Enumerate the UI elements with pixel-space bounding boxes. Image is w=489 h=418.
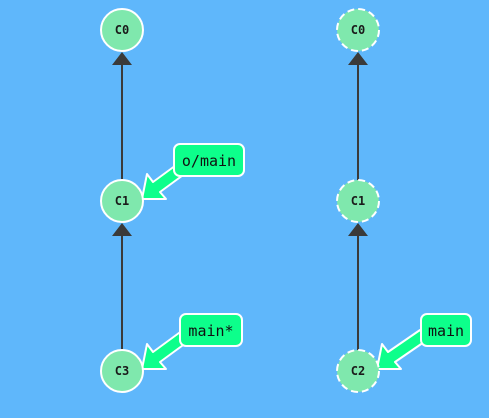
commit-node (100, 8, 144, 52)
branch-label: o/main (182, 152, 236, 170)
commit-label: C3 (115, 364, 129, 378)
edge-c2-c1-arrowhead (348, 223, 368, 236)
branch-label-box (179, 313, 243, 347)
branch-label: main (428, 322, 464, 340)
branch-label-box (173, 143, 245, 177)
commit-c1[interactable]: C1 (100, 179, 144, 223)
remote-commit-c0[interactable]: C0 (336, 8, 380, 52)
edge-c1-c0-arrowhead (348, 52, 368, 65)
commit-node (100, 179, 144, 223)
remote-commit-c2[interactable]: C2 (336, 349, 380, 393)
commit-label: C2 (351, 364, 365, 378)
remote-commit-c1[interactable]: C1 (336, 179, 380, 223)
commit-label: C0 (351, 23, 365, 37)
local-branch-o-main[interactable]: o/main (141, 143, 245, 200)
remote-edges (348, 52, 368, 350)
local-edges (112, 52, 132, 350)
commit-node (336, 179, 380, 223)
commit-label: C1 (115, 194, 129, 208)
local-branch-main[interactable]: main* (141, 313, 243, 370)
edge-c1-c0-arrowhead (112, 52, 132, 65)
branch-label-box (420, 313, 472, 347)
commit-c0[interactable]: C0 (100, 8, 144, 52)
commit-node (336, 349, 380, 393)
edge-c3-c1-arrowhead (112, 223, 132, 236)
remote-branch-main[interactable]: main (376, 313, 472, 370)
commit-node (100, 349, 144, 393)
local-repository: o/main main* C0 C1 C3 (100, 8, 245, 393)
commit-label: C1 (351, 194, 365, 208)
commit-node (336, 8, 380, 52)
branch-label: main* (188, 322, 233, 340)
commit-label: C0 (115, 23, 129, 37)
commit-c3[interactable]: C3 (100, 349, 144, 393)
remote-repository: main C0 C1 C2 (336, 8, 472, 393)
